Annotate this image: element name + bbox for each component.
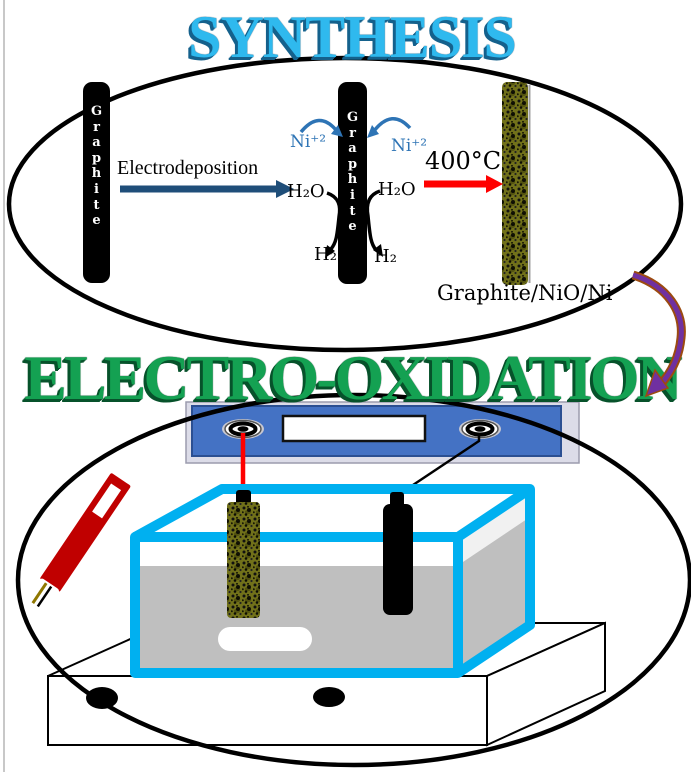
electro-oxidation-title: ELECTRO-OXIDATION [24,342,682,413]
h2o-label-left: H₂O [287,181,325,202]
synthesis-ellipse [6,55,684,353]
counter-electrode [383,504,413,615]
ion-arc-right-arrowhead [367,125,379,138]
product-label: Graphite/NiO/Ni [437,281,613,305]
h2-label-left: H₂ [314,244,337,265]
ni-ion-label-left: Ni⁺² [290,132,327,152]
product-rod-nio-ni [502,82,528,285]
h2-label-right: H₂ [374,246,397,267]
page-edge-line [3,0,5,772]
h2o-h2-arrowhead-left [325,245,335,258]
platform-front [47,675,488,746]
ion-arc-left [299,118,338,134]
potentiostat-terminal-left [222,419,264,439]
ion-arc-left-arrowhead [331,125,343,137]
calcination-temperature-label: 400°C [425,147,502,175]
graphite-rod-2-label: G r a p h i t e [346,110,359,235]
reference-electrode [24,473,131,615]
potentiostat-display [281,414,427,443]
ni-ion-label-right: Ni⁺² [391,136,428,156]
synthesis-title: SYNTHESIS [188,4,517,70]
graphite-rod-2 [338,82,367,284]
electrodeposition-label: Electrodeposition [117,157,259,179]
ion-arc-right [372,117,412,133]
h2o-h2-arrow-right [365,189,381,252]
working-electrode [227,502,260,618]
oxidation-ellipse [15,392,691,768]
calcination-arrowhead [486,175,503,193]
h2o-label-right: H₂O [378,179,416,200]
counter-electrode-wire [397,433,481,497]
platform-knob-right [313,687,345,707]
counter-electrode-cap [390,492,404,507]
graphite-rod-1 [83,82,110,283]
electrodeposition-arrowhead [276,180,294,198]
h2o-h2-arrowhead-right [373,244,383,257]
stir-bar [218,627,312,651]
h2o-h2-arrow-left [326,191,342,251]
tank-back-edges [132,484,535,678]
tank-front-frame [130,532,463,678]
platform-knob-left [86,687,118,709]
reference-electrode-window [92,483,122,519]
graphite-rod-1-label: G r a p h i t e [90,104,103,229]
